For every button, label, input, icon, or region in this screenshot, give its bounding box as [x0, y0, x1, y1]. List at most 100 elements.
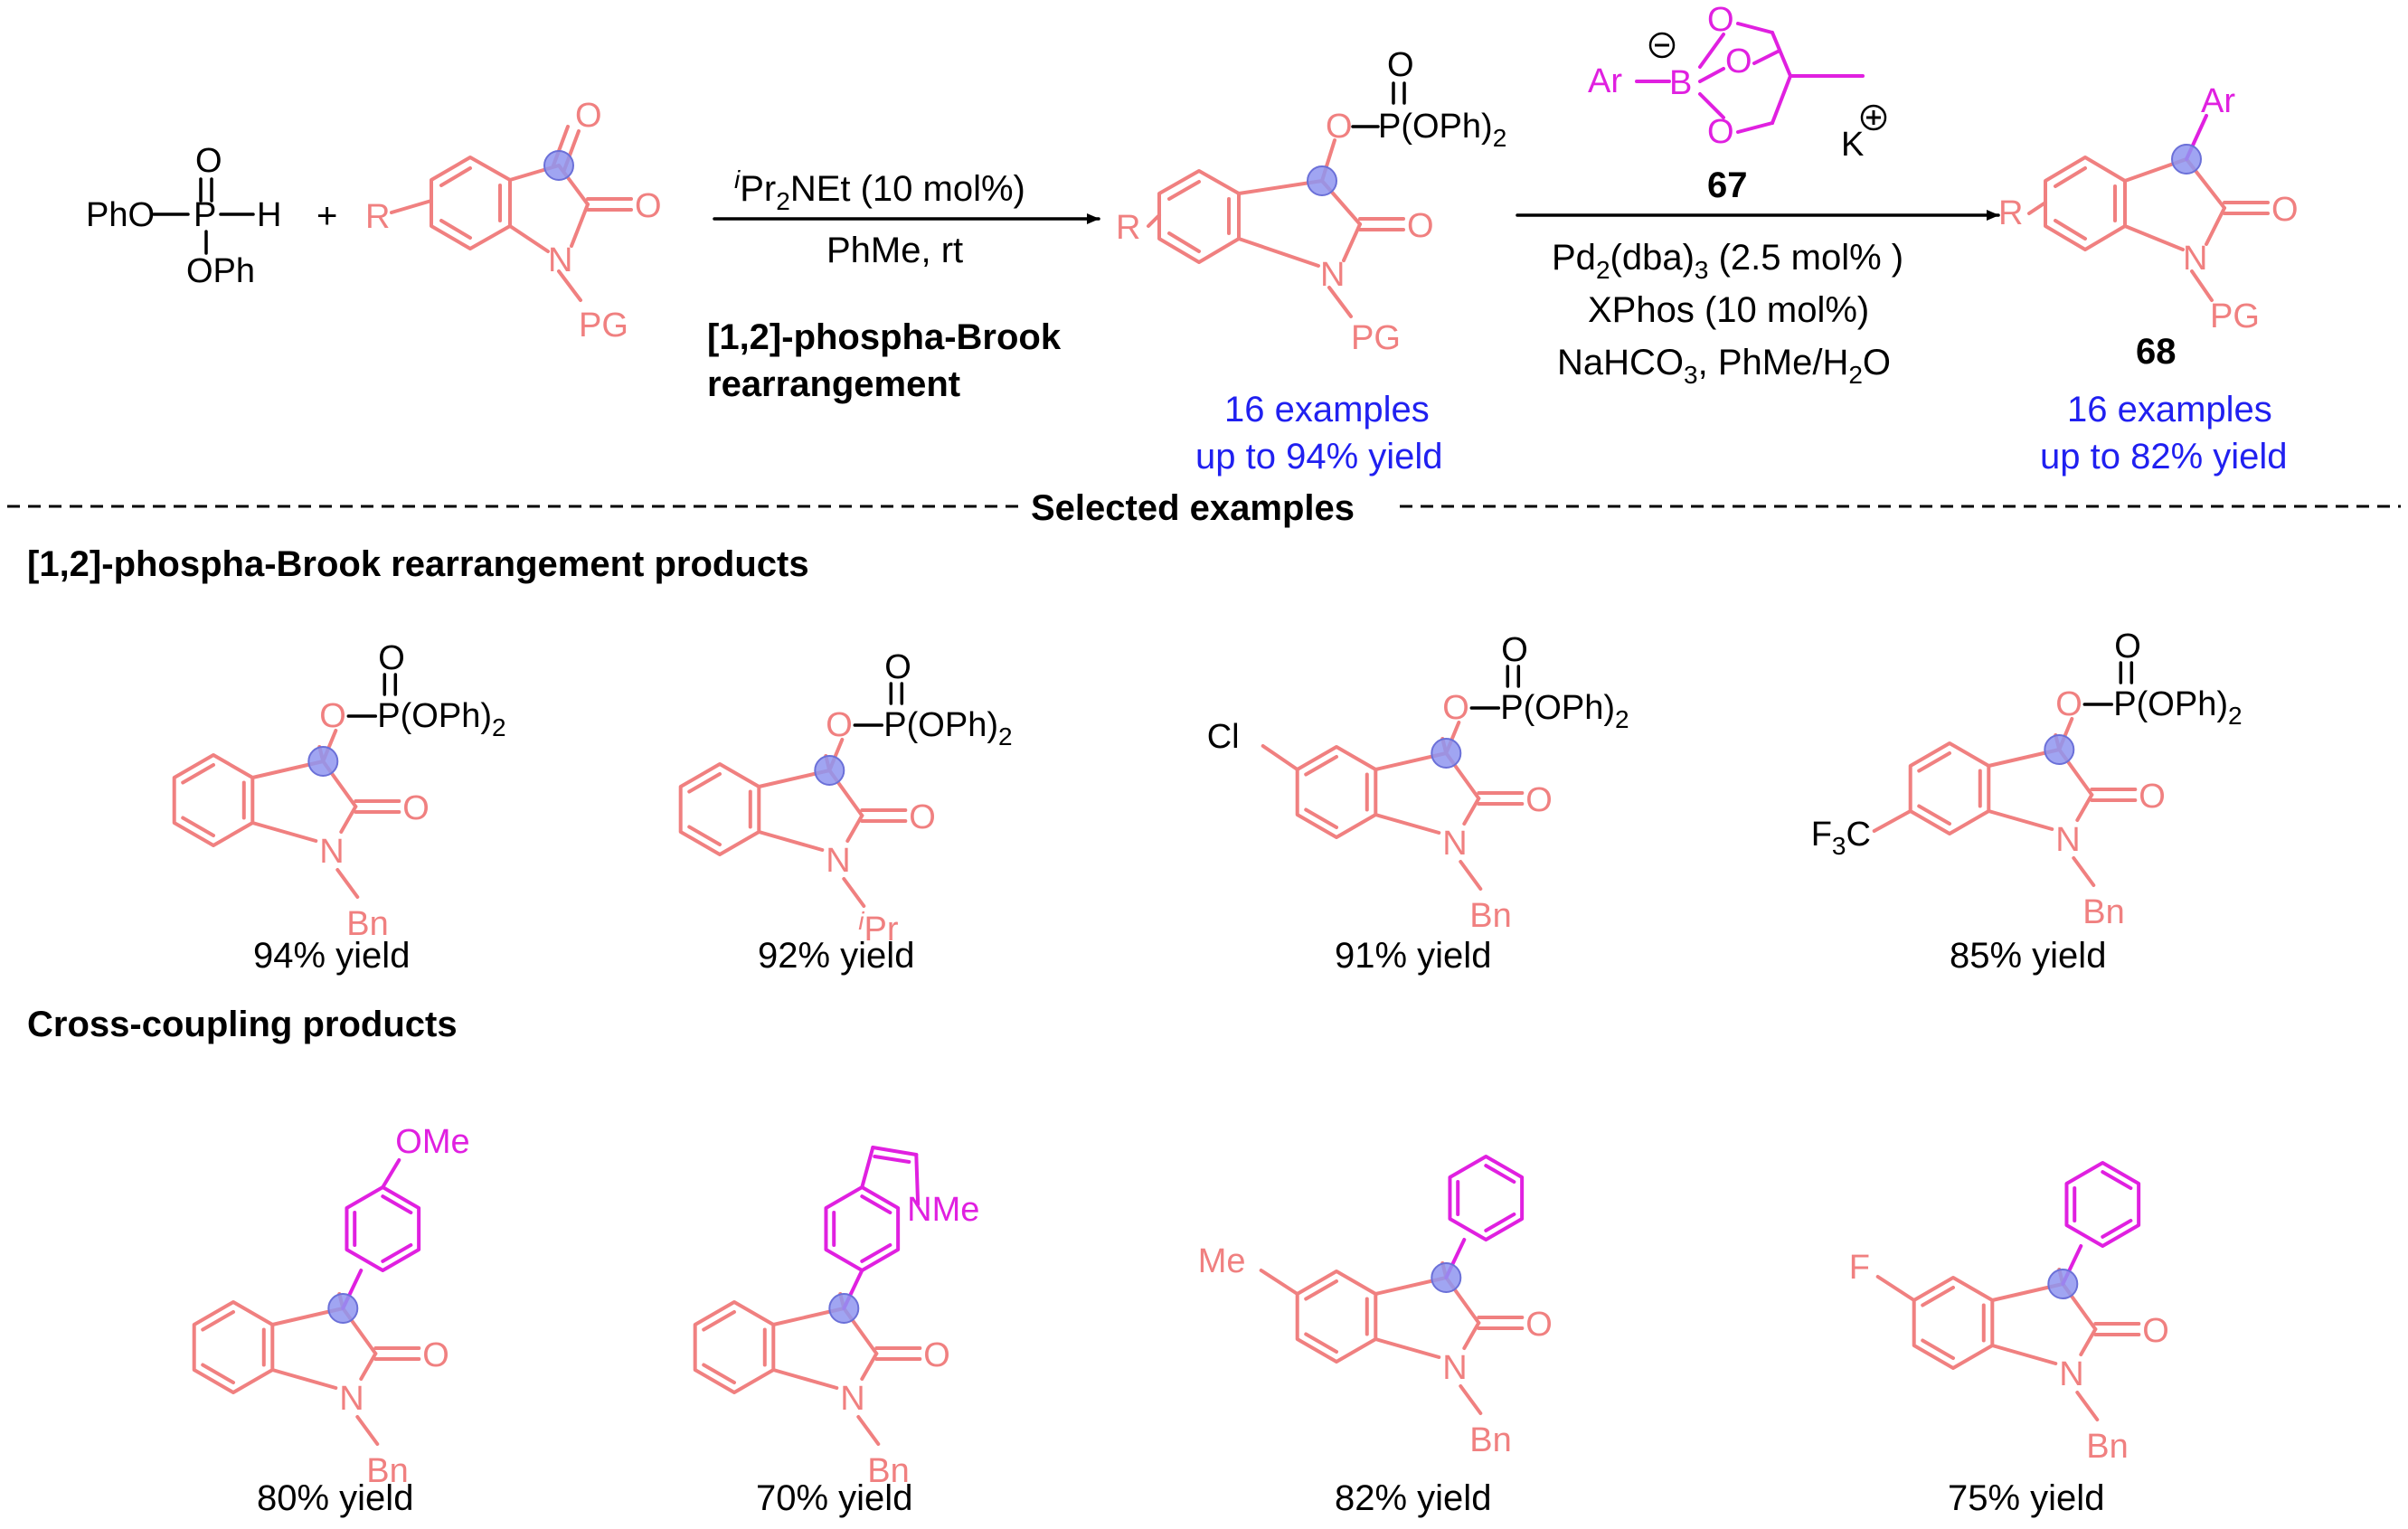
isatin-O2: O: [635, 187, 662, 225]
product-68: Ar O N PG R: [1998, 82, 2299, 335]
carbonyl-O: O: [909, 798, 936, 836]
step1-conditions-2: PhMe, rt: [826, 231, 963, 270]
isatin-PG: PG: [579, 307, 628, 344]
boronate-O1: O: [1707, 1, 1734, 39]
product-carbonyl-O: O: [2271, 191, 2299, 229]
n-substituent: iPr: [858, 907, 899, 949]
phosphite-OPh: OPh: [186, 252, 255, 290]
substituent-CF3: F3C: [1811, 816, 1871, 860]
yield-s2-2: 70% yield: [756, 1478, 912, 1518]
substituent-F: F: [1849, 1249, 1870, 1287]
step1-name-2: rearrangement: [707, 364, 960, 404]
step1-name-1: [1,2]-phospha-Brook: [707, 317, 1062, 357]
carbonyl-O: O: [402, 789, 430, 827]
ring-N: N: [319, 833, 344, 871]
compound-68: 68: [2136, 332, 2177, 372]
n-substituent: Bn: [2086, 1428, 2128, 1466]
product-PG: PG: [2210, 297, 2260, 335]
ester-O: O: [826, 706, 853, 744]
carbonyl-O: O: [923, 1336, 950, 1374]
isatin-starting-material: O O N PG R: [365, 97, 662, 344]
ester-O: O: [1442, 689, 1469, 727]
substituent-Me: Me: [1198, 1242, 1246, 1280]
section2-heading: Cross-coupling products: [27, 1005, 458, 1044]
phosphite-oxo-O: O: [195, 142, 222, 180]
step2-conditions-2: XPhos (10 mol%): [1588, 290, 1869, 330]
carbonyl-O: O: [2139, 778, 2166, 816]
isatin-R: R: [365, 198, 390, 236]
yield-s2-3: 82% yield: [1335, 1478, 1491, 1518]
yield-s1-4: 85% yield: [1950, 936, 2106, 976]
intermediate-N: N: [1320, 256, 1345, 294]
yield-s1-2: 92% yield: [758, 936, 914, 976]
intermediate-phosphate-label: P(OPh)2: [1378, 108, 1506, 152]
ring-N: N: [826, 842, 850, 880]
phosphite-H: H: [257, 196, 281, 234]
phosphate-oxo-O: O: [378, 639, 405, 677]
ester-O: O: [319, 697, 346, 735]
ester-O: O: [2055, 685, 2082, 723]
step1-conditions-1: iPr2NEt (10 mol%): [734, 165, 1025, 215]
potassium-K: K: [1841, 126, 1864, 164]
cross-coupling-product-2: O NBn NMe: [693, 1146, 979, 1490]
indole-NMe: NMe: [907, 1191, 979, 1229]
intermediate-P-oxo: O: [1387, 46, 1414, 84]
n-substituent: Bn: [1469, 1421, 1511, 1459]
phosphate-label: P(OPh)2: [2113, 685, 2242, 730]
n-substituent: Bn: [1469, 897, 1511, 935]
ring-N: N: [339, 1380, 364, 1418]
step2-conditions-1: Pd2(dba)3 (2.5 mol% ): [1552, 238, 1903, 284]
phosphate-oxo-O: O: [884, 648, 911, 686]
ring-N: N: [840, 1380, 864, 1418]
carbonyl-O: O: [1525, 781, 1553, 819]
intermediate-PG: PG: [1351, 319, 1401, 357]
n-substituent: Bn: [867, 1452, 909, 1490]
product-examples: 16 examples: [2067, 390, 2272, 429]
ring-N: N: [1442, 825, 1467, 863]
step2-conditions-3: NaHCO3, PhMe/H2O: [1557, 343, 1891, 389]
intermediate-carbonyl-O: O: [1407, 207, 1434, 245]
boronate-Ar: Ar: [1588, 62, 1622, 100]
boronate-B: B: [1669, 64, 1692, 102]
phosphite-PhO: PhO: [86, 196, 155, 234]
n-substituent: Bn: [346, 905, 388, 943]
yield-s2-1: 80% yield: [257, 1478, 413, 1518]
phosphate-label: P(OPh)2: [1500, 689, 1629, 733]
intermediate-yield: up to 94% yield: [1195, 437, 1443, 477]
plus-sign: +: [316, 196, 337, 236]
carbonyl-O: O: [422, 1336, 449, 1374]
n-substituent: Bn: [2082, 893, 2124, 931]
phosphate-oxo-O: O: [1501, 631, 1528, 669]
isatin-O1: O: [575, 97, 602, 135]
ring-N: N: [2055, 821, 2080, 859]
boronate-reagent-67: Ar B O O O K: [1588, 1, 1887, 164]
intermediate-O: O: [1326, 108, 1353, 146]
carbonyl-O: O: [1525, 1306, 1553, 1344]
aryl-OMe: OMe: [395, 1123, 469, 1161]
cross-coupling-product-1: O NBn OMe: [192, 1123, 470, 1490]
boronate-O3: O: [1707, 113, 1734, 151]
isatin-N: N: [548, 241, 572, 279]
product-Ar: Ar: [2201, 82, 2235, 120]
substituent-Cl: Cl: [1207, 718, 1240, 756]
phosphate-label: P(OPh)2: [883, 706, 1012, 750]
intermediate-R: R: [1116, 209, 1140, 247]
yield-s1-3: 91% yield: [1335, 936, 1491, 976]
intermediate-phosphate: O O N PG R P(OPh)2 O: [1116, 46, 1506, 357]
compound-67: 67: [1707, 165, 1748, 205]
yield-s1-1: 94% yield: [253, 936, 410, 976]
intermediate-examples: 16 examples: [1224, 390, 1430, 429]
ring-N: N: [1442, 1349, 1467, 1387]
phosphate-oxo-O: O: [2114, 628, 2141, 665]
cross-coupling-product-3: O NBn Me: [1198, 1155, 1553, 1459]
section1-heading: [1,2]-phospha-Brook rearrangement produc…: [27, 544, 809, 584]
n-substituent: Bn: [366, 1452, 408, 1490]
ring-N: N: [2059, 1355, 2083, 1393]
